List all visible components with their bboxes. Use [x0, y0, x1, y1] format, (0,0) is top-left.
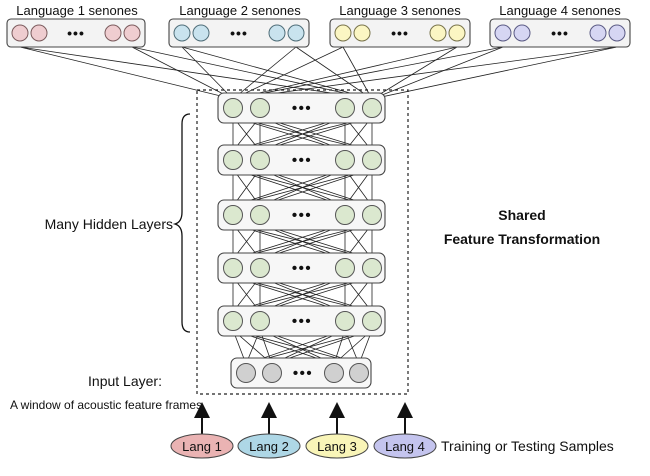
input-layer: •••	[230, 357, 372, 389]
output-layer-lang1: •••	[6, 18, 146, 48]
hidden-node	[362, 205, 382, 225]
hidden-node	[335, 205, 355, 225]
shared-label-line2: Feature Transformation	[444, 231, 600, 247]
senone-node	[513, 24, 531, 42]
hidden-node	[250, 150, 270, 170]
hidden-node	[223, 311, 243, 331]
output-layers: ••• ••• ••• •••	[6, 18, 631, 48]
senone-node	[353, 24, 371, 42]
ellipsis: •••	[391, 25, 409, 41]
connection-line	[232, 46, 297, 100]
output-label-lang3: Language 3 senones	[339, 3, 461, 18]
lang4-oval	[373, 433, 437, 459]
hidden-node	[335, 258, 355, 278]
ellipsis: •••	[292, 207, 312, 224]
output-layer-lang3: •••	[329, 18, 471, 48]
connection-line	[181, 46, 234, 100]
lang2-oval	[237, 433, 301, 459]
network-layers: ••• ••• ••• ••• ••• •••	[217, 92, 386, 389]
ellipsis: •••	[292, 100, 312, 117]
input-arrows	[194, 402, 413, 434]
lang2-label: Lang 2	[249, 439, 289, 454]
senone-node	[448, 24, 466, 42]
hidden-layers-brace	[172, 113, 191, 333]
connection-line	[131, 46, 373, 100]
connection-line	[371, 46, 458, 100]
lang4-label: Lang 4	[385, 439, 425, 454]
connection-line	[19, 46, 234, 100]
ellipsis: •••	[230, 25, 248, 41]
hidden-node	[335, 311, 355, 331]
senone-node	[123, 24, 141, 42]
lang1-label: Lang 1	[182, 439, 222, 454]
senone-node	[30, 24, 48, 42]
input-layer-label: Input Layer:	[88, 373, 162, 389]
hidden-node	[362, 311, 382, 331]
connection-line	[19, 46, 373, 100]
senone-node	[268, 24, 286, 42]
senone-node	[287, 24, 305, 42]
senone-node	[192, 24, 210, 42]
hidden-layer: •••	[217, 252, 386, 284]
ellipsis: •••	[67, 25, 85, 41]
connection-line	[232, 46, 618, 100]
connection-line	[371, 46, 618, 100]
senone-node	[589, 24, 607, 42]
hidden-layer: •••	[217, 199, 386, 231]
shared-label-line1: Shared	[498, 207, 545, 223]
connection-line	[371, 46, 504, 100]
hidden-node	[362, 150, 382, 170]
lang3-label: Lang 3	[317, 439, 357, 454]
lang3-oval	[305, 433, 369, 459]
hidden-node	[362, 98, 382, 118]
output-label-lang4: Language 4 senones	[499, 3, 621, 18]
input-node	[236, 363, 256, 383]
hidden-node	[223, 150, 243, 170]
hidden-node	[250, 311, 270, 331]
hidden-layers-label: Many Hidden Layers	[45, 216, 173, 232]
hidden-node	[250, 98, 270, 118]
hidden-node	[335, 150, 355, 170]
ellipsis: •••	[551, 25, 569, 41]
senone-node	[334, 24, 352, 42]
shared-feature-transformation-box	[196, 89, 409, 395]
ellipsis: •••	[292, 313, 312, 330]
ellipsis: •••	[292, 152, 312, 169]
senone-node	[494, 24, 512, 42]
output-label-lang2: Language 2 senones	[179, 3, 301, 18]
output-label-lang1: Language 1 senones	[16, 3, 138, 18]
hidden-node	[223, 98, 243, 118]
senone-node	[429, 24, 447, 42]
ellipsis: •••	[292, 260, 312, 277]
lang1-oval	[170, 433, 234, 459]
hidden-layer: •••	[217, 92, 386, 124]
hidden-node	[223, 258, 243, 278]
senone-node	[104, 24, 122, 42]
output-layer-lang4: •••	[489, 18, 631, 48]
hidden-node	[335, 98, 355, 118]
connection-line	[181, 46, 373, 100]
senone-node	[608, 24, 626, 42]
input-layer-description: A window of acoustic feature frames	[10, 398, 202, 412]
hidden-layer: •••	[217, 144, 386, 176]
hidden-node	[223, 205, 243, 225]
hidden-node	[250, 205, 270, 225]
senone-node	[173, 24, 191, 42]
language-samples: Lang 1 Lang 2 Lang 3 Lang 4	[170, 433, 437, 459]
output-layer-lang2: •••	[168, 18, 310, 48]
input-node	[324, 363, 344, 383]
input-node	[262, 363, 282, 383]
connection-line	[295, 46, 373, 100]
samples-label: Training or Testing Samples	[441, 438, 614, 454]
senone-node	[11, 24, 29, 42]
connection-line	[131, 46, 234, 100]
hidden-node	[362, 258, 382, 278]
hidden-node	[250, 258, 270, 278]
input-node	[349, 363, 369, 383]
ellipsis: •••	[293, 365, 313, 382]
hidden-layer: •••	[217, 305, 386, 337]
